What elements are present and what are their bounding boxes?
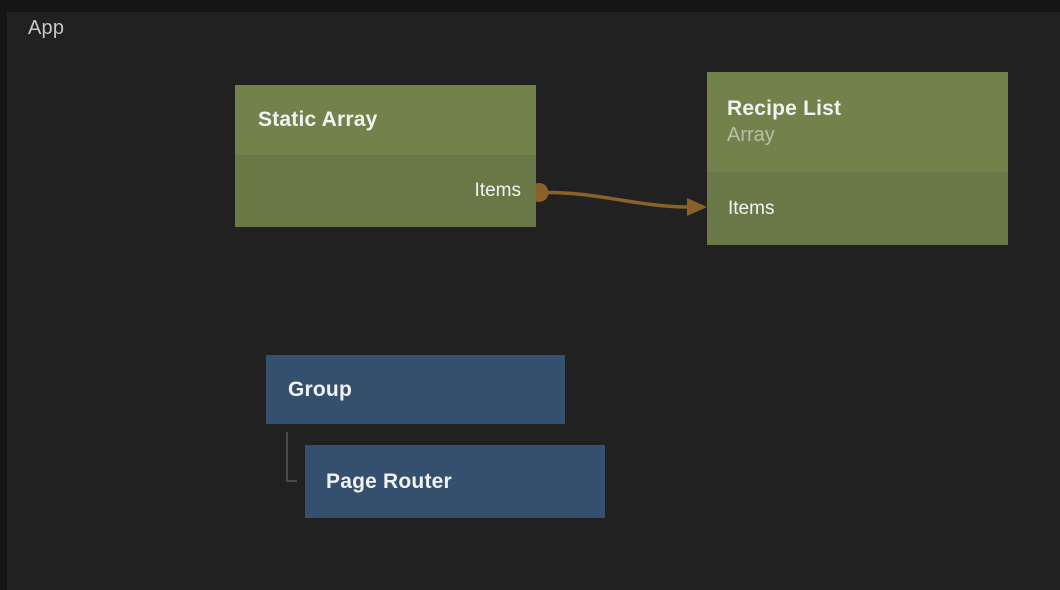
canvas-frame-top xyxy=(0,0,1060,12)
node-group[interactable]: Group xyxy=(266,355,565,424)
group-child-connector-line xyxy=(286,432,297,482)
group-header: Group xyxy=(266,355,565,424)
static-array-ports: Items xyxy=(235,155,536,227)
items-connection-wire[interactable] xyxy=(547,190,691,209)
node-recipe-list[interactable]: Recipe List Array Items xyxy=(707,72,1008,245)
recipe-list-subtitle: Array xyxy=(727,124,775,146)
group-title: Group xyxy=(288,377,352,401)
node-page-router[interactable]: Page Router xyxy=(305,445,605,518)
canvas-frame-left xyxy=(0,0,7,590)
recipe-list-items-input-label[interactable]: Items xyxy=(728,197,775,219)
static-array-title: Static Array xyxy=(258,108,378,131)
breadcrumb-app[interactable]: App xyxy=(28,17,65,39)
recipe-list-title: Recipe List xyxy=(727,97,842,120)
page-router-header: Page Router xyxy=(305,445,605,518)
static-array-header: Static Array xyxy=(235,85,536,155)
page-router-title: Page Router xyxy=(326,469,452,493)
static-array-items-output-label[interactable]: Items xyxy=(474,180,521,201)
node-static-array[interactable]: Static Array Items xyxy=(235,85,536,227)
items-connection-arrowhead xyxy=(687,198,707,216)
recipe-list-header: Recipe List Array xyxy=(707,72,1008,172)
recipe-list-ports: Items xyxy=(707,172,1008,245)
